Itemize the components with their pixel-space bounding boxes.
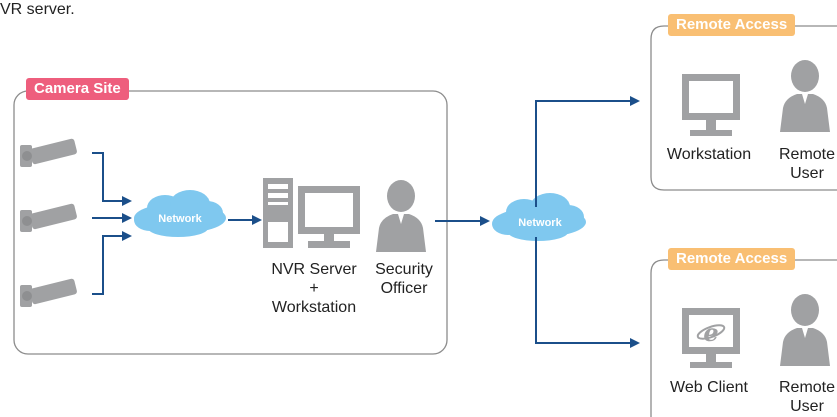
svg-text:e: e — [703, 318, 718, 347]
security-officer-icon — [376, 180, 426, 252]
nvr-label: NVR Server — [271, 261, 357, 278]
remote-user-label: User — [790, 398, 824, 415]
remote-user-icon — [780, 60, 830, 132]
remote-top-frame — [650, 25, 837, 191]
web-client-icon: e — [682, 308, 740, 368]
camera-site-frame — [13, 90, 448, 355]
header-text: VR server. — [0, 1, 75, 18]
camera-icon — [20, 278, 78, 307]
remote-access-tag: Remote Access — [668, 14, 796, 36]
camera-icon — [20, 138, 78, 167]
nvr-label-workstation: Workstation — [271, 299, 357, 316]
network-to-remote-bottom-arrow — [535, 237, 640, 348]
network-label: Network — [158, 213, 202, 225]
camera-icon — [20, 203, 78, 232]
remote-user-label: Remote — [778, 379, 836, 396]
remote-bottom-frame — [650, 259, 837, 417]
network-label: Network — [518, 217, 562, 229]
remote-user-label: User — [790, 165, 824, 182]
workstation-monitor-icon — [682, 74, 740, 136]
remote-user-label: Remote — [778, 146, 836, 163]
nvr-label-plus: + — [309, 280, 319, 297]
camera-site-tag: Camera Site — [26, 78, 129, 100]
network-cloud-icon: Network — [492, 193, 586, 241]
officer-label: Security — [375, 261, 433, 278]
workstation-monitor-icon — [298, 186, 360, 248]
camera-link-arrow — [92, 152, 132, 206]
nvr-server-icon — [263, 178, 293, 248]
remote-user-icon — [780, 294, 830, 366]
network-to-remote-top-arrow — [535, 96, 640, 207]
camera-link-arrow — [92, 231, 132, 295]
workstation-label: Workstation — [666, 146, 752, 163]
web-client-label: Web Client — [670, 379, 748, 396]
officer-label: Officer — [380, 280, 428, 297]
network-cloud-icon: Network — [134, 190, 226, 237]
remote-access-tag: Remote Access — [668, 248, 796, 270]
